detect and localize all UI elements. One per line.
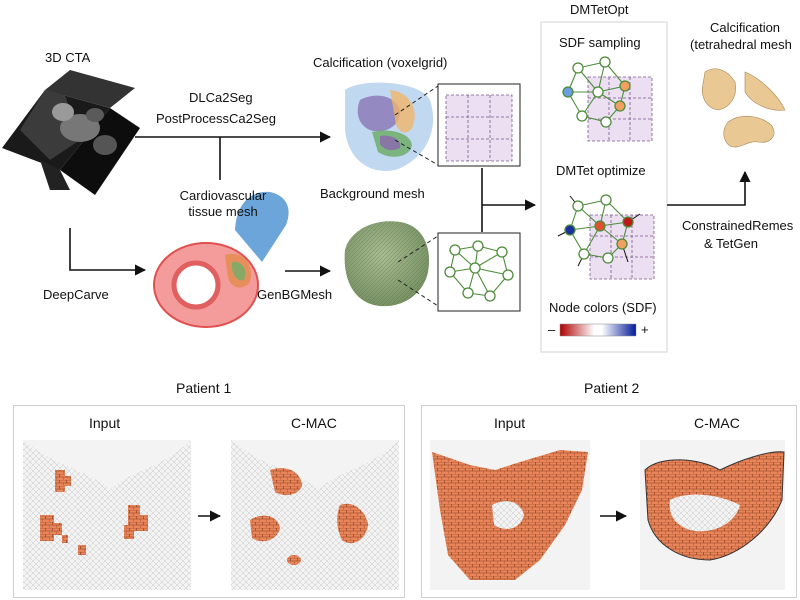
sdf-sampling-label: SDF sampling [559,35,641,50]
patient1-output-label: C-MAC [291,415,337,431]
patient2-title: Patient 2 [584,380,640,396]
sdf-colorbar [559,323,637,337]
dmtet-optimize-graphic [557,194,655,280]
bg-mesh-label: Background mesh [320,186,425,201]
patient2-input-image [430,440,590,590]
remesh-label-1: ConstrainedRemes [682,218,794,233]
dmtet-optimize-label: DMTet optimize [556,163,646,178]
patient2-output-label: C-MAC [694,415,740,431]
output-tet-mesh-image [701,68,786,148]
remesh-label-2: & TetGen [704,236,758,251]
patient1-cmac-image [231,440,399,590]
seg-tool-label-2: PostProcessCa2Seg [156,111,276,126]
patient1-panel [13,405,405,598]
calc-voxel-label: Calcification (voxelgrid) [313,55,448,70]
dmtetopt-title: DMTetOpt [570,2,629,17]
output-label-2: (tetrahedral mesh [690,37,792,52]
seg-tool-label-1: DLCa2Seg [189,90,253,105]
sdf-sampling-graphic [562,56,653,142]
arrow-cta-to-tissue [69,228,147,276]
voxel-grid-inset [437,83,521,167]
background-mesh-image [344,221,430,307]
output-label-1: Calcification [709,20,781,35]
patient1-input-image [23,440,191,590]
patient2-input-label: Input [494,415,526,431]
sdf-plus-label: + [641,322,649,337]
arrow-to-remesh [667,170,751,206]
cta-volume-image [2,70,140,195]
patient1-input-label: Input [89,415,121,431]
node-colors-label: Node colors (SDF) [549,300,657,315]
graph-mesh-inset [437,232,521,312]
calcification-voxel-image [345,82,434,171]
tissue-label-1: Cardiovascular [179,188,267,203]
sdf-minus-label: – [548,322,556,337]
genbg-label: GenBGMesh [257,287,333,302]
patient2-cmac-image [640,440,785,590]
patient2-panel [421,405,797,598]
tissue-label-2: tissue mesh [188,204,258,219]
cta-input-label: 3D CTA [45,50,91,65]
tissue-mesh-image [153,191,289,328]
deepcarve-label: DeepCarve [43,287,109,302]
patient1-title: Patient 1 [176,380,232,396]
